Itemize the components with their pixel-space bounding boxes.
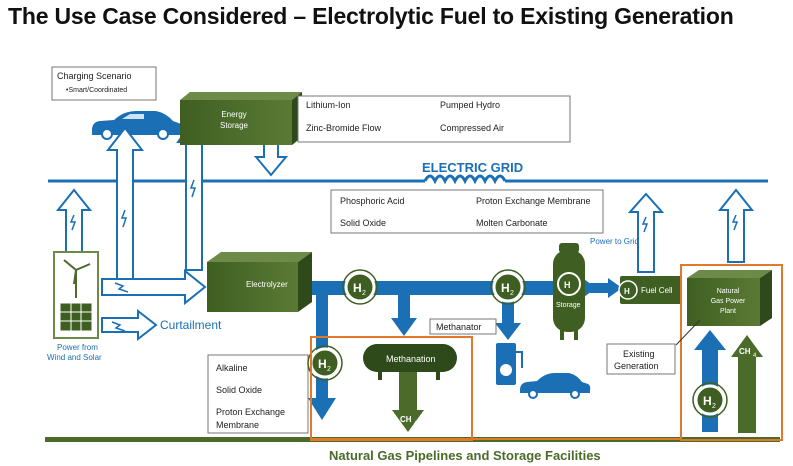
gas-plant-highlight-box	[680, 264, 783, 441]
electric-grid-line	[48, 174, 768, 185]
h2-node-3	[307, 345, 343, 381]
storage-option-pumped-hydro: Pumped Hydro	[440, 100, 500, 110]
power-source-label-2: Wind and Solar	[47, 353, 102, 362]
electrolyzer-type-solid-oxide: Solid Oxide	[216, 385, 262, 395]
h2-label-plant: H	[703, 394, 712, 408]
fuel-cell-to-grid-arrow	[627, 192, 665, 273]
existing-generation-box	[606, 343, 676, 375]
plant-ch4-label: CH	[739, 347, 751, 356]
h2-label-2: H	[501, 281, 510, 295]
fuel-cell-h2-label: H	[624, 287, 630, 296]
energy-storage-label-2: Storage	[220, 121, 249, 130]
methanation-ch4-arrow	[392, 372, 424, 432]
page-title: The Use Case Considered – Electrolytic F…	[8, 3, 734, 29]
plant-to-grid-arrow	[717, 188, 755, 263]
wind-solar-icon	[53, 251, 99, 339]
h2-sub-3: 2	[327, 366, 331, 373]
methanation-ch4-sub: 4	[414, 421, 418, 427]
gas-plant-label-3: Plant	[720, 308, 736, 315]
methanation-label: Methanation	[386, 354, 436, 364]
storage-option-lithium: Lithium-Ion	[306, 100, 351, 110]
storage-option-compressed-air: Compressed Air	[440, 123, 504, 133]
energy-storage-label-1: Energy	[221, 110, 246, 119]
charging-scenario-label: Charging Scenario	[57, 71, 132, 81]
hydrogen-car-icon	[520, 373, 591, 399]
curtailment-arrow	[101, 308, 158, 342]
electrolyzer-block	[207, 252, 312, 312]
electrolyzer-label: Electrolyzer	[246, 280, 288, 289]
storage-options-box	[297, 95, 571, 143]
h2-node-1	[342, 269, 378, 305]
methanator-callout-box	[429, 318, 497, 335]
grid-to-car-arrow	[105, 126, 145, 285]
methanation-ch4-label: CH	[400, 415, 412, 424]
h2-sub-2: 2	[510, 290, 514, 297]
electric-grid-label: ELECTRIC GRID	[422, 160, 523, 175]
power-to-grid-label: Power to Grid	[590, 237, 639, 246]
fuel-cell-block	[618, 276, 682, 304]
electrolyzer-type-pem-1: Proton Exchange	[216, 407, 285, 417]
wind-to-grid-arrow	[55, 188, 93, 253]
storage-tank-label: Storage	[556, 302, 581, 309]
storage-to-grid-arrow	[253, 142, 289, 177]
electrolyzer-type-pem-2: Membrane	[216, 420, 259, 430]
storage-tank-icon	[553, 243, 585, 340]
methanation-tank	[363, 344, 457, 380]
curtailment-label: Curtailment	[160, 318, 222, 332]
hydrogen-station-icon	[496, 343, 523, 385]
pipelines-label: Natural Gas Pipelines and Storage Facili…	[329, 448, 601, 463]
methanator-highlight-box	[310, 336, 473, 441]
h2-to-plant-arrow	[692, 330, 728, 432]
fuel-cell-molten-carbonate: Molten Carbonate	[476, 218, 548, 228]
fuel-cell-label: Fuel Cell	[641, 286, 673, 295]
existing-generation-label-2: Generation	[614, 361, 659, 371]
ch4-to-plant-arrow	[731, 335, 763, 433]
fuel-cell-solid-oxide: Solid Oxide	[340, 218, 386, 228]
h2-sub-1: 2	[362, 290, 366, 297]
existing-generation-label-1: Existing	[623, 349, 655, 359]
fuel-cell-pem: Proton Exchange Membrane	[476, 196, 591, 206]
electric-car-icon	[92, 111, 185, 140]
gas-plant-label-2: Gas Power	[711, 298, 746, 305]
charging-scenario-box	[51, 66, 157, 101]
electrolyzer-type-alkaline: Alkaline	[216, 363, 248, 373]
storage-h2-label: H	[564, 280, 571, 290]
gas-power-plant-block	[687, 270, 772, 326]
charging-scenario-sub: •Smart/Coordinated	[66, 87, 127, 94]
electrolyzer-types-box	[207, 354, 309, 434]
fuel-cell-types-box	[330, 189, 604, 234]
existing-generation-pointer	[675, 319, 701, 346]
h2-node-2	[490, 269, 526, 305]
storage-option-zinc-bromide: Zinc-Bromide Flow	[306, 123, 382, 133]
plant-ch4-sub: 4	[753, 353, 757, 359]
power-source-label-1: Power from	[57, 343, 98, 352]
h2-label-1: H	[353, 281, 362, 295]
h2-label-3: H	[318, 357, 327, 371]
methanator-label: Methanator	[436, 322, 482, 332]
power-to-electrolyzer-arrow	[101, 268, 207, 306]
fuel-cell-phosphoric: Phosphoric Acid	[340, 196, 405, 206]
h2-sub-plant: 2	[712, 403, 716, 410]
gas-plant-label-1: Natural	[717, 288, 740, 295]
